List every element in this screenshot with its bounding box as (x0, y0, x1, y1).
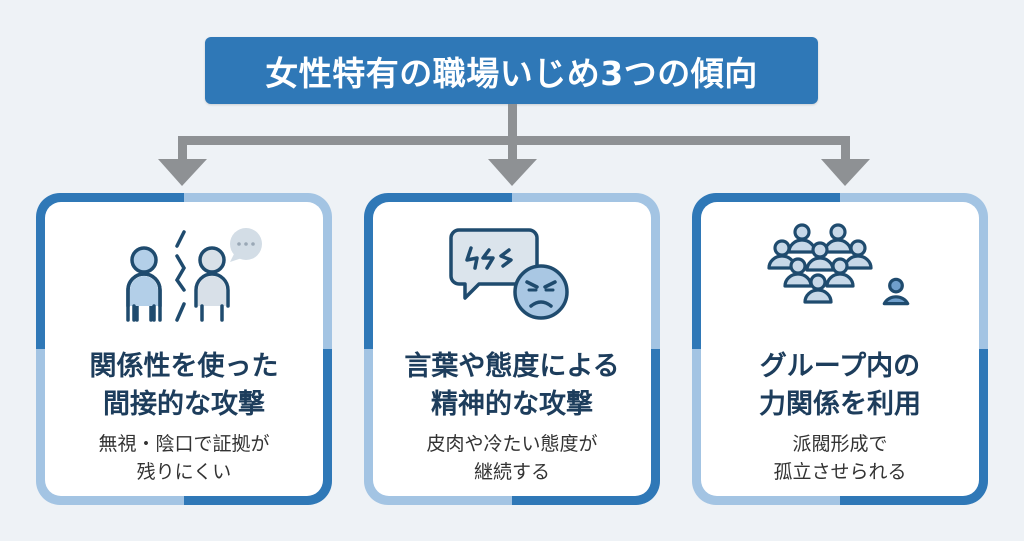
speech-bubble-icon (230, 228, 262, 262)
group-isolating-person-icon (760, 216, 920, 334)
broken-relationship-people-icon (104, 216, 264, 334)
card-group-power: グループ内の 力関係を利用 派閥形成で 孤立させられる (692, 193, 988, 505)
arrow-head-right (821, 159, 870, 186)
heading-line: 言葉や態度による (404, 351, 620, 382)
connector-drop-middle (508, 136, 517, 161)
card-indirect-attack: 関係性を使った 間接的な攻撃 無視・陰口で証拠が 残りにくい (36, 193, 332, 505)
card-description: 無視・陰口で証拠が 残りにくい (98, 430, 269, 486)
isolated-person-icon (882, 277, 910, 306)
description-line: 孤立させられる (773, 461, 907, 483)
connector-trunk (508, 104, 517, 144)
card-heading: 関係性を使った 間接的な攻撃 (90, 348, 279, 424)
description-line: 無視・陰口で証拠が (98, 433, 270, 455)
card-mental-attack: 言葉や態度による 精神的な攻撃 皮肉や冷たい態度が 継続する (364, 193, 660, 505)
heading-line: 間接的な攻撃 (103, 389, 265, 420)
description-line: 皮肉や冷たい態度が (426, 433, 598, 455)
description-line: 継続する (473, 461, 550, 483)
arrow-head-middle (488, 159, 537, 186)
crowd-person-icon (825, 257, 855, 288)
arrow-head-left (158, 159, 207, 186)
crowd-person-icon (783, 257, 813, 288)
page-title: 女性特有の職場いじめ3つの傾向 (265, 53, 758, 93)
crowd-person-icon (805, 241, 835, 272)
description-line: 派閥形成で (792, 433, 888, 455)
card-description: 派閥形成で 孤立させられる (773, 430, 906, 486)
card-heading: グループ内の 力関係を利用 (759, 348, 921, 424)
crowd-person-icon (787, 223, 817, 254)
heading-line: 力関係を利用 (759, 389, 921, 420)
description-line: 残りにくい (136, 461, 232, 483)
connector-drop-right (841, 136, 850, 161)
heading-line: 精神的な攻撃 (430, 389, 593, 420)
crowd-person-icon (803, 273, 833, 304)
angry-speech-bubble-icon (437, 216, 587, 334)
connector-drop-left (178, 136, 187, 161)
heading-line: グループ内の (759, 351, 921, 382)
crowd-person-icon (843, 239, 873, 270)
card-heading: 言葉や態度による 精神的な攻撃 (404, 348, 619, 424)
card-description: 皮肉や冷たい態度が 継続する (426, 430, 597, 486)
crowd-person-icon (823, 223, 853, 254)
title-banner: 女性特有の職場いじめ3つの傾向 (205, 37, 818, 104)
heading-line: 関係性を使った (89, 351, 279, 382)
